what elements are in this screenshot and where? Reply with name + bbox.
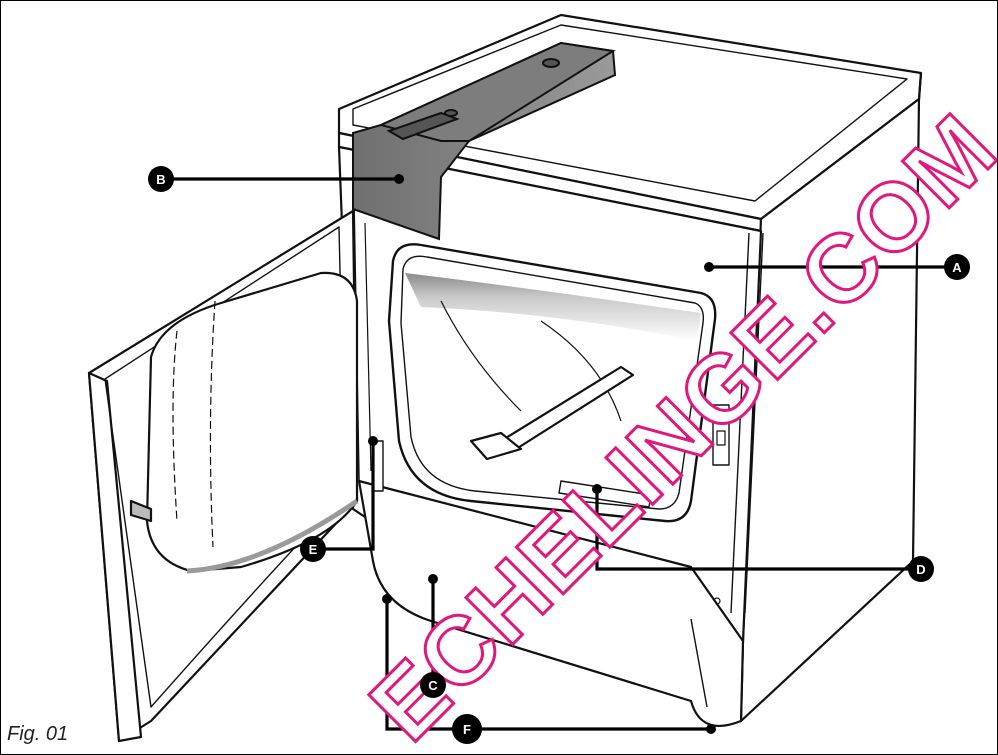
callout-a: A — [944, 254, 970, 280]
leader-lines — [171, 177, 949, 731]
figure-caption: Fig. 01 — [7, 723, 69, 745]
callout-c-label: C — [428, 678, 438, 693]
lint-filter-housing — [352, 41, 617, 241]
callout-e-label: E — [309, 542, 318, 557]
callout-b: B — [148, 166, 174, 192]
callout-d-label: D — [916, 562, 925, 577]
callout-e: E — [300, 536, 326, 562]
callout-f: F — [452, 714, 482, 744]
callout-c: C — [420, 672, 446, 698]
callout-a-label: A — [952, 260, 962, 275]
leader-d — [595, 489, 913, 571]
leader-dots — [368, 174, 716, 734]
dryer-door — [87, 209, 384, 743]
leader-e — [313, 441, 375, 551]
callout-d: D — [908, 556, 934, 582]
leader-f — [385, 599, 711, 731]
dryer-cabinet — [337, 13, 923, 727]
callout-f-label: F — [463, 722, 471, 737]
callout-b-label: B — [156, 172, 165, 187]
